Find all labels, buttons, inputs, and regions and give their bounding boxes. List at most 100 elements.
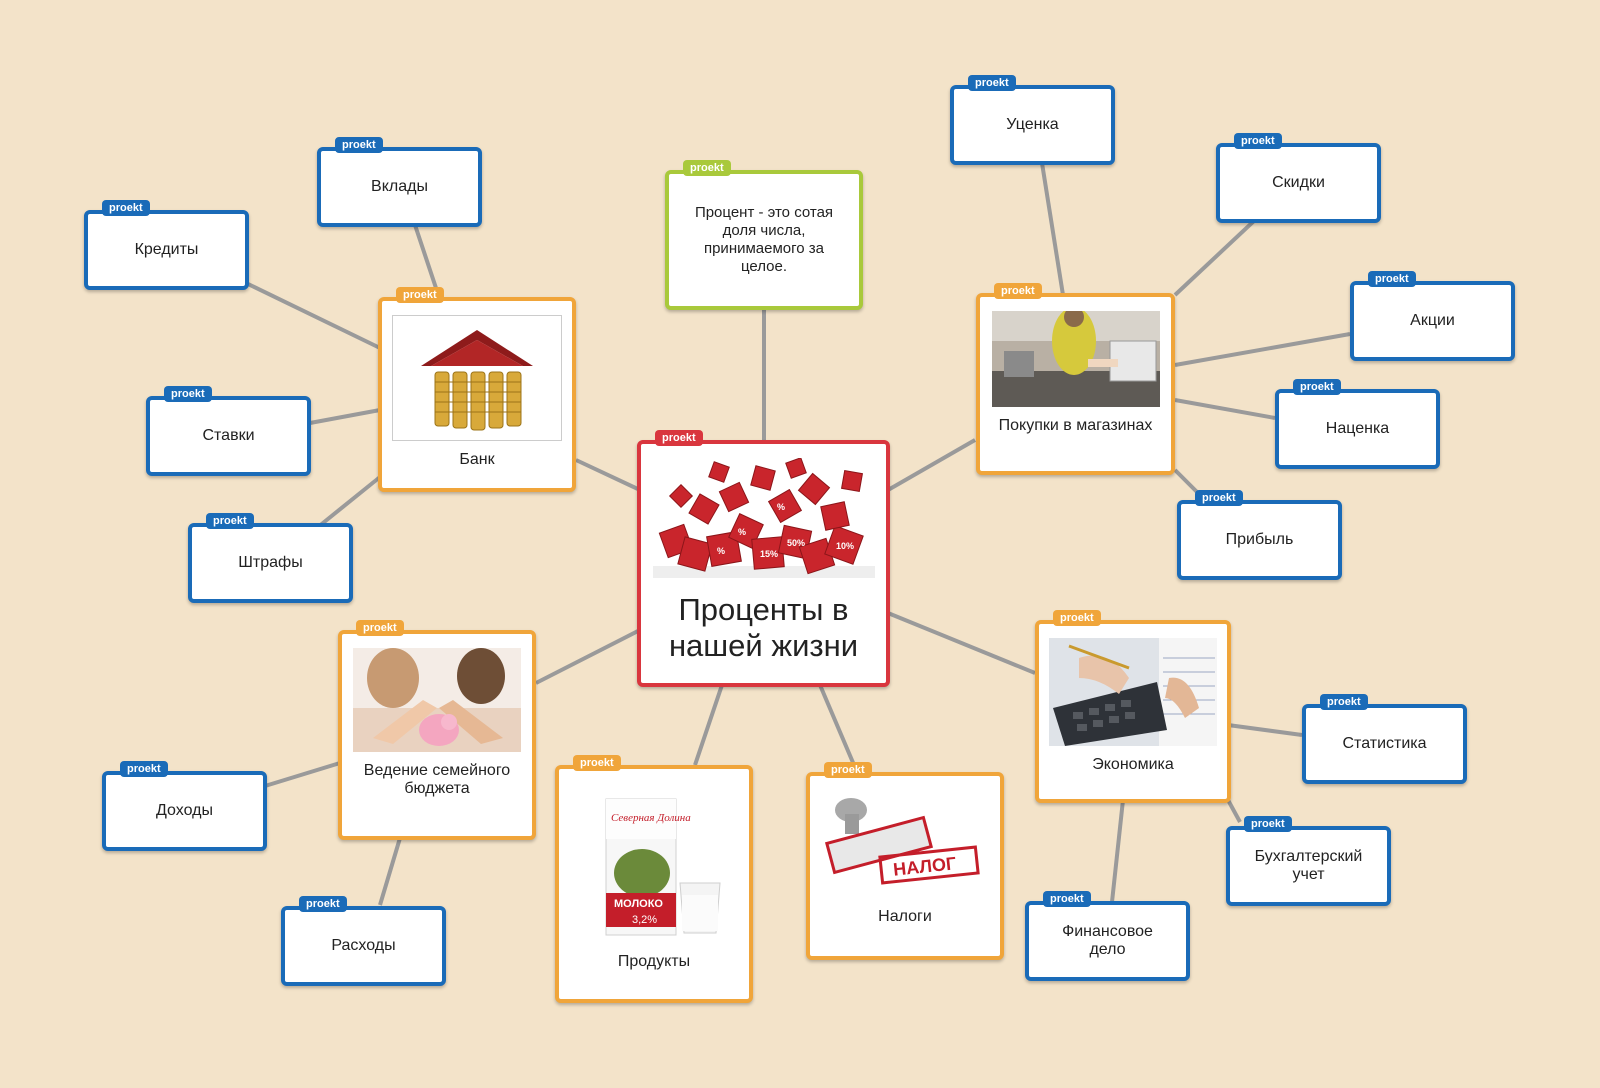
calculator-image xyxy=(1049,638,1217,746)
proekt-tag: proekt xyxy=(206,513,254,529)
tax-stamp-image: НАЛОГ xyxy=(821,790,989,898)
leaf-finance[interactable]: proekt Финансовое дело xyxy=(1025,891,1190,981)
connector xyxy=(887,438,976,492)
milk-carton-image: Северная Долина МОЛОКО 3,2% xyxy=(570,783,738,943)
connector xyxy=(693,684,724,766)
topic-shopping-label: Покупки в магазинах xyxy=(998,417,1153,434)
proekt-tag: proekt xyxy=(164,386,212,402)
connector xyxy=(1040,162,1065,296)
leaf-label: Штрафы xyxy=(238,554,303,571)
svg-text:%: % xyxy=(738,527,746,537)
connector xyxy=(887,611,1036,675)
leaf-deposits[interactable]: proekt Вклады xyxy=(317,137,482,227)
topic-family-budget-label: Ведение семейного бюджета xyxy=(363,762,511,797)
leaf-expenses[interactable]: proekt Расходы xyxy=(281,896,446,986)
leaf-markdown[interactable]: proekt Уценка xyxy=(950,75,1115,165)
proekt-tag: proekt xyxy=(120,761,168,777)
leaf-credits[interactable]: proekt Кредиты xyxy=(84,200,249,290)
topic-economy[interactable]: proekt xyxy=(1035,610,1231,803)
proekt-tag: proekt xyxy=(1234,133,1282,149)
proekt-tag: proekt xyxy=(102,200,150,216)
leaf-label: Скидки xyxy=(1272,174,1325,191)
leaf-profit[interactable]: proekt Прибыль xyxy=(1177,490,1342,580)
leaf-income[interactable]: proekt Доходы xyxy=(102,761,267,851)
proekt-tag: proekt xyxy=(994,283,1042,299)
proekt-tag: proekt xyxy=(396,287,444,303)
proekt-tag: proekt xyxy=(655,430,703,446)
topic-taxes[interactable]: proekt НАЛОГ Налоги xyxy=(806,762,1004,960)
proekt-tag: proekt xyxy=(1195,490,1243,506)
center-title: Проценты в нашей жизни xyxy=(668,592,859,663)
topic-bank[interactable]: proekt Банк xyxy=(378,287,576,492)
svg-text:3,2%: 3,2% xyxy=(632,914,657,926)
svg-text:50%: 50% xyxy=(787,538,805,548)
proekt-tag: proekt xyxy=(1293,379,1341,395)
proekt-tag: proekt xyxy=(824,762,872,778)
proekt-tag: proekt xyxy=(968,75,1016,91)
svg-text:МОЛОКО: МОЛОКО xyxy=(614,898,663,910)
percent-cubes-image: % 15% 50% 10% %% xyxy=(652,458,875,578)
connector xyxy=(1226,799,1242,823)
svg-text:%: % xyxy=(717,546,725,556)
topic-taxes-label: Налоги xyxy=(878,908,932,925)
cashier-image xyxy=(991,311,1160,407)
center-node[interactable]: proekt xyxy=(637,430,890,687)
leaf-markup[interactable]: proekt Наценка xyxy=(1275,379,1440,469)
topic-family-budget[interactable]: proekt Ведение семейного бюджета xyxy=(338,620,536,840)
leaf-label: Наценка xyxy=(1325,420,1390,437)
leaf-label: Акции xyxy=(1410,312,1455,329)
connector xyxy=(1173,218,1257,297)
leaf-statistics[interactable]: proekt Статистика xyxy=(1302,694,1467,784)
proekt-tag: proekt xyxy=(335,137,383,153)
svg-text:15%: 15% xyxy=(760,549,778,559)
connector xyxy=(378,837,402,906)
leaf-label: Ставки xyxy=(202,427,255,444)
connector xyxy=(1174,398,1276,420)
topic-economy-label: Экономика xyxy=(1092,756,1174,773)
topic-products[interactable]: proekt Северная Долина МОЛОКО 3,2% Проду… xyxy=(555,755,753,1003)
connector xyxy=(245,281,381,350)
connector xyxy=(1227,723,1303,737)
piggy-bank-image xyxy=(353,648,521,752)
leaf-rates[interactable]: proekt Ставки xyxy=(146,386,311,476)
leaf-label: Кредиты xyxy=(134,241,199,258)
leaf-label: Прибыль xyxy=(1225,531,1294,548)
leaf-promotions[interactable]: proekt Акции xyxy=(1350,271,1515,361)
connector xyxy=(575,458,641,492)
proekt-tag: proekt xyxy=(683,160,731,176)
connector xyxy=(1110,799,1125,903)
proekt-tag: proekt xyxy=(1053,610,1101,626)
definition-node[interactable]: proekt Процент - это сотая доля числа, п… xyxy=(665,160,863,310)
topic-shopping[interactable]: proekt Покупки в магазинах xyxy=(976,283,1175,475)
leaf-label: Бухгалтерский учет xyxy=(1254,848,1363,883)
svg-text:10%: 10% xyxy=(836,541,854,551)
svg-text:%: % xyxy=(777,502,785,512)
connector xyxy=(818,684,859,773)
leaf-label: Расходы xyxy=(331,937,396,954)
proekt-tag: proekt xyxy=(356,620,404,636)
leaf-accounting[interactable]: proekt Бухгалтерский учет xyxy=(1226,816,1391,906)
leaf-label: Вклады xyxy=(371,178,428,195)
svg-text:Северная Долина: Северная Долина xyxy=(611,812,691,824)
leaf-label: Доходы xyxy=(156,802,213,819)
leaf-label: Финансовое дело xyxy=(1062,923,1153,958)
coin-house-image xyxy=(392,315,562,441)
definition-text: Процент - это сотая доля числа, принимае… xyxy=(694,204,834,275)
leaf-label: Уценка xyxy=(1006,116,1059,133)
proekt-tag: proekt xyxy=(1043,891,1091,907)
proekt-tag: proekt xyxy=(1368,271,1416,287)
leaf-label: Статистика xyxy=(1342,735,1427,752)
leaf-fines[interactable]: proekt Штрафы xyxy=(188,513,353,603)
connector xyxy=(535,628,641,685)
connector xyxy=(264,761,341,788)
connector xyxy=(1174,332,1351,367)
leaf-discounts[interactable]: proekt Скидки xyxy=(1216,133,1381,223)
connector xyxy=(316,475,382,529)
proekt-tag: proekt xyxy=(573,755,621,771)
proekt-tag: proekt xyxy=(299,896,347,912)
proekt-tag: proekt xyxy=(1244,816,1292,832)
proekt-tag: proekt xyxy=(1320,694,1368,710)
topic-bank-label: Банк xyxy=(459,451,495,468)
